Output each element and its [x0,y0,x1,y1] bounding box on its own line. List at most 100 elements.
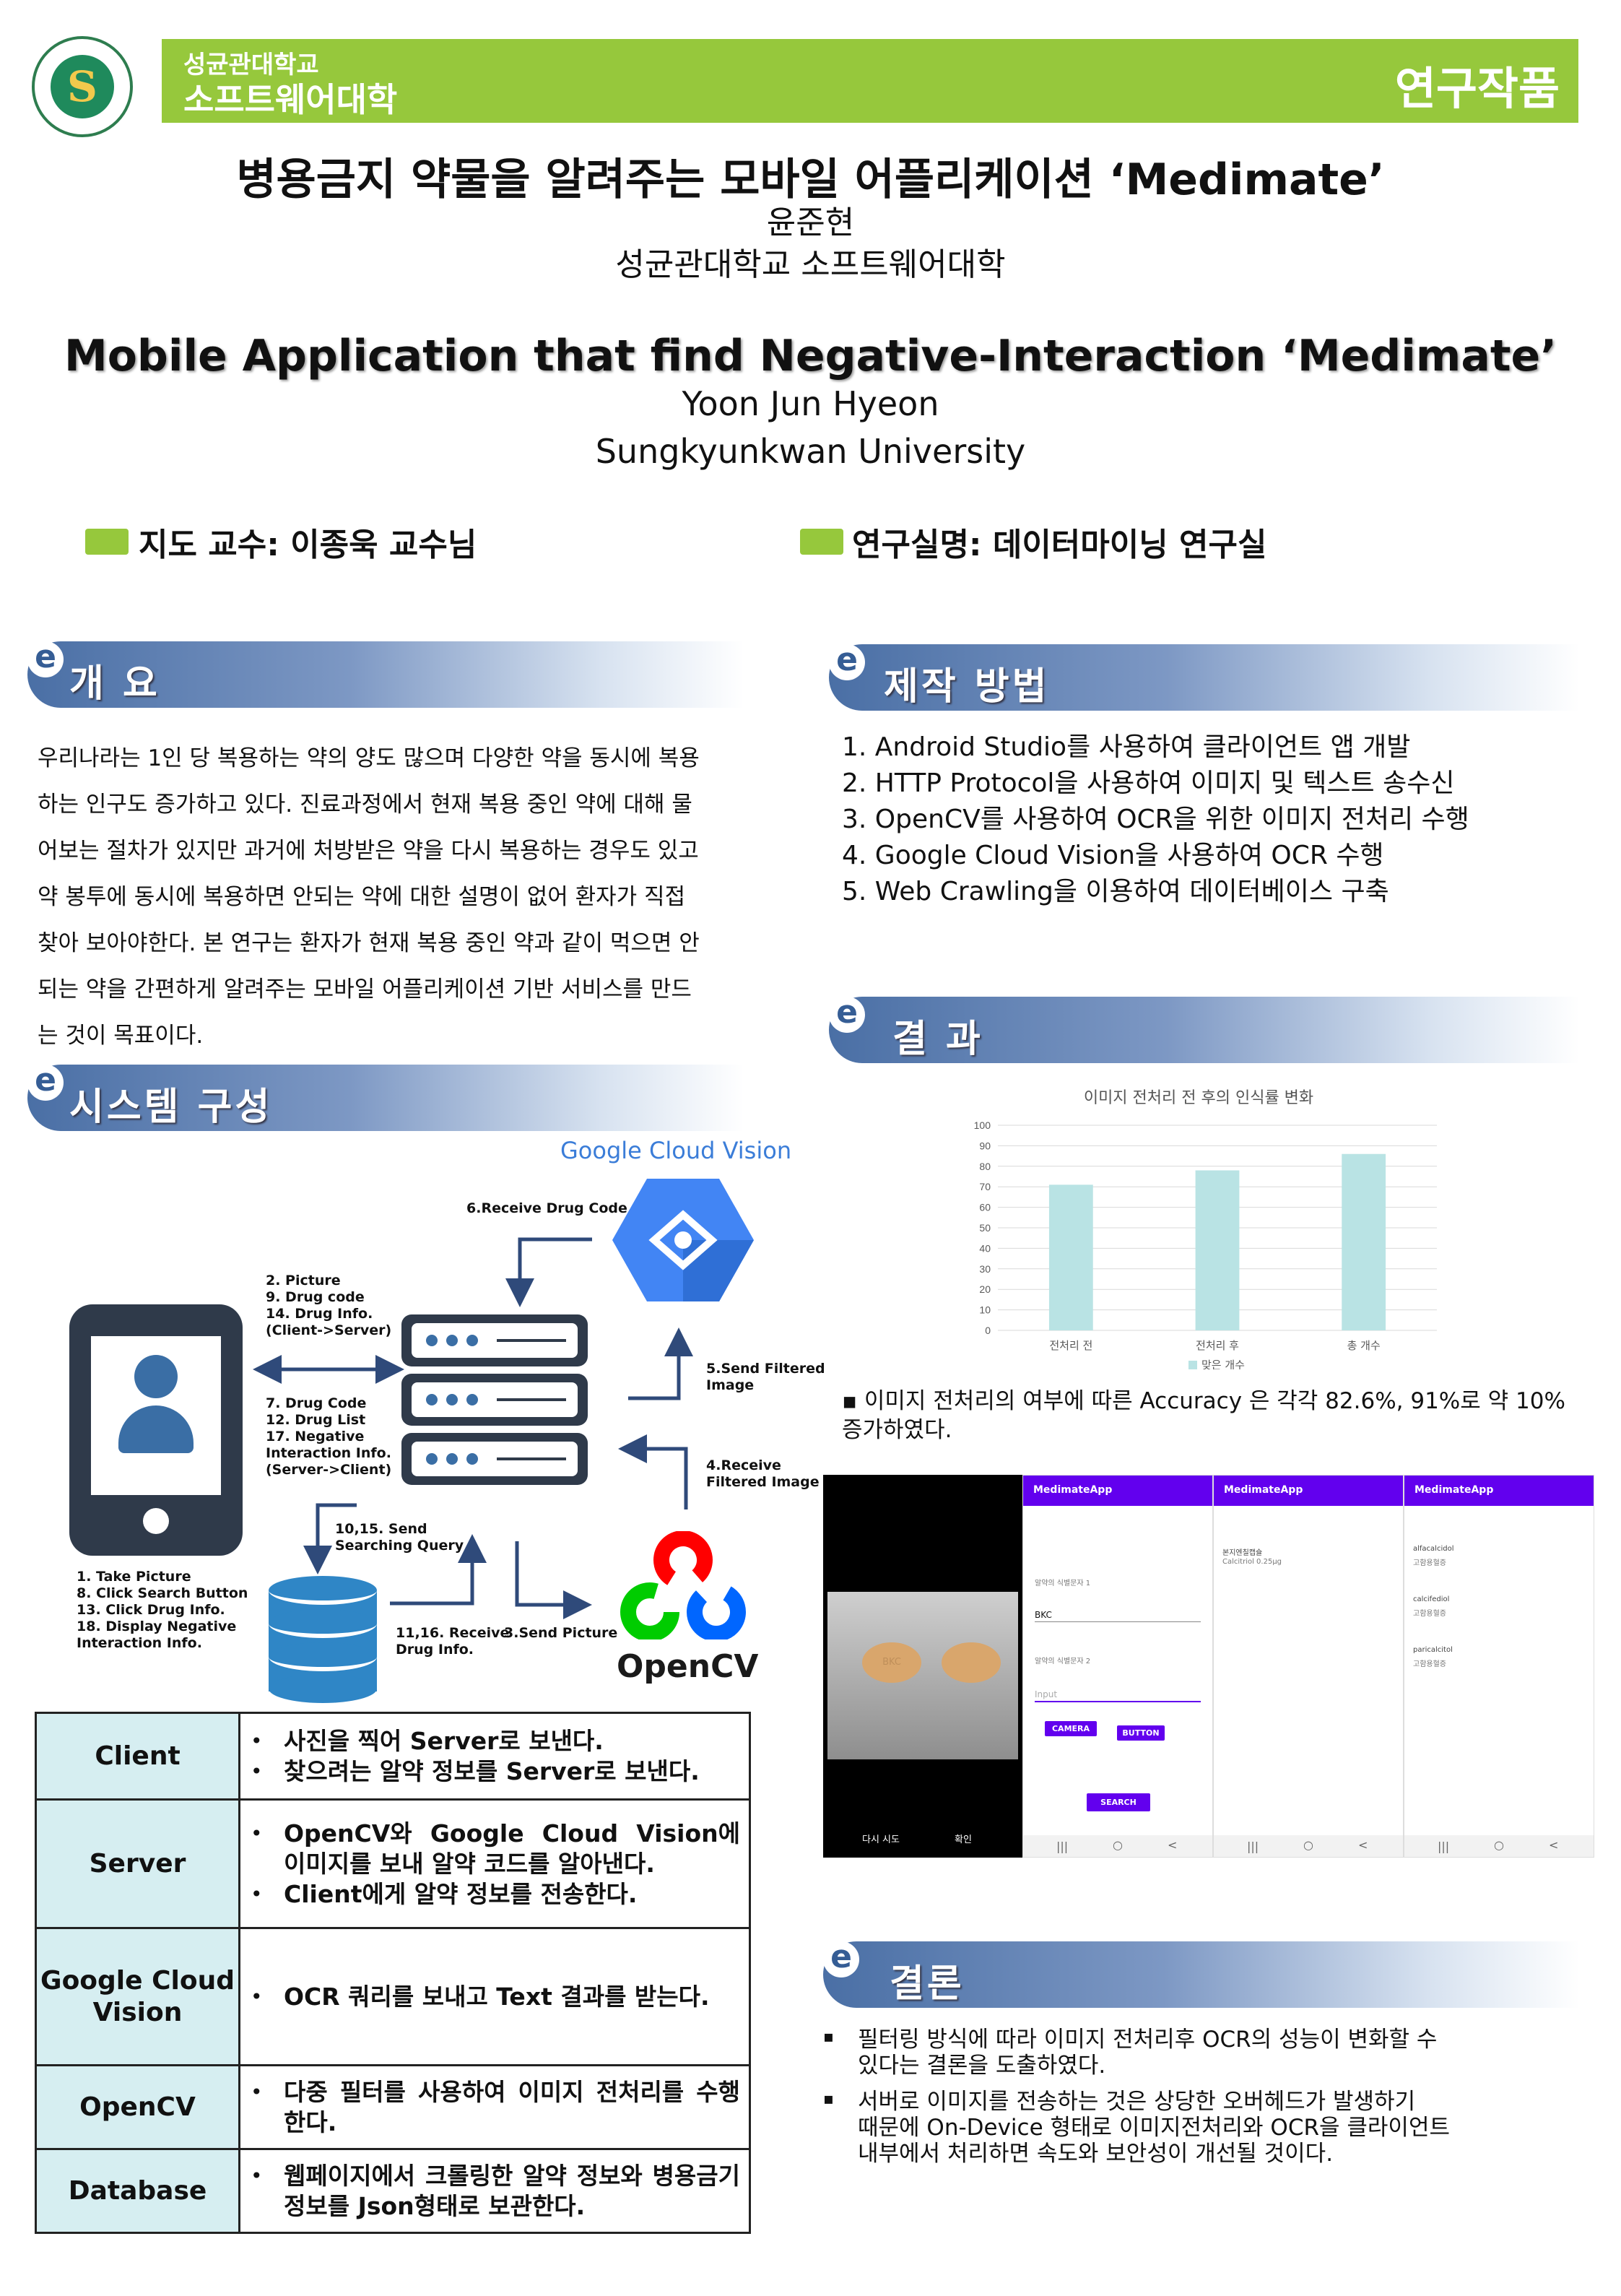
method-item: 3. OpenCV를 사용하여 OCR을 위한 이미지 전처리 수행 [842,805,1469,834]
table-cell-name: Server [35,1798,240,1929]
label-send-picture: 3.Send Picture [504,1625,618,1641]
app-bar: MedimateApp [1404,1476,1594,1506]
table-cell-name: Database [35,2148,240,2234]
app-bar: MedimateApp [1214,1476,1403,1506]
advisor-text: 지도 교수: 이종욱 교수님 [139,527,477,563]
section-title: 개 요 [69,662,160,706]
author-english: Yoon Jun Hyeon [682,384,939,423]
camera-button[interactable]: CAMERA [1045,1721,1097,1736]
pill-image: BKC [862,1642,921,1683]
nav-back-icon[interactable]: < [1549,1838,1559,1852]
nav-bar: ||| ○ < [1214,1835,1403,1857]
lab-tag-box [800,529,843,555]
chart-x-tick-label: 전처리 후 [1196,1339,1239,1352]
list-item-sub: 고함용혈증 [1413,1610,1446,1618]
user-head [134,1355,178,1398]
logo-emblem: S [51,55,114,118]
overview-line: 약 봉투에 동시에 복용하면 안되는 약에 대한 설명이 없어 환자가 직접 [38,884,686,910]
chart-y-tick-label: 50 [979,1222,991,1234]
overview-line: 되는 약을 간편하게 알려주는 모바일 어플리케이션 기반 서비스를 만드 [38,976,692,1002]
chart-y-tick-label: 100 [974,1119,991,1131]
conclusion-item: 필터링 방식에 따라 이미지 전처리후 OCR의 성능이 변화할 수 있다는 결… [858,2027,1437,2079]
header-bar: 성균관대학교 소프트웨어대학 연구작품 [162,39,1578,123]
method-item: 1. Android Studio를 사용하여 클라이언트 앱 개발 [842,732,1411,762]
section-result-header: e 결 과 [829,997,1580,1063]
list-item-title[interactable]: paricalcitol [1413,1646,1453,1654]
list-item-sub: 고함용혈증 [1413,1660,1446,1668]
list-item-title[interactable]: 본지엔칠캡슐 [1222,1549,1263,1557]
table-bullet: 찾으려는 알약 정보를 Server로 보낸다. [251,1756,740,1787]
chart-legend-swatch [1188,1361,1197,1369]
nav-home-icon[interactable]: ○ [1113,1838,1123,1852]
phone-home-button [143,1508,169,1534]
conclusion-line: 서버로 이미지를 전송하는 것은 상당한 오버헤드가 발생하기 [858,2089,1416,2115]
label-receive-drug-info: 11,16. Receive Drug Info. [396,1625,510,1658]
table-row: Server OpenCV와 Google Cloud Vision에 이미지를… [35,1798,751,1929]
result-note: ▪ 이미지 전처리의 여부에 따른 Accuracy 은 각각 82.6%, 9… [842,1388,1565,1443]
camera-screen: BKC 다시 시도 확인 [823,1475,1022,1858]
overview-line: 는 것이 목표이다. [38,1023,204,1049]
field2-input[interactable]: Input [1035,1689,1201,1702]
header-university: 성균관대학교 [183,51,319,79]
section-system-header: e 시스템 구성 [27,1065,744,1131]
gcv-icon [612,1179,754,1301]
chart-y-tick-label: 60 [979,1202,991,1213]
nav-recent-icon[interactable]: ||| [1247,1840,1259,1853]
table-row: Google Cloud Vision OCR 쿼리를 보내고 Text 결과를… [35,1927,751,2066]
table-cell-name: Client [35,1712,240,1801]
section-e-icon: e [829,997,865,1033]
chart-x-tick-label: 총 개수 [1347,1339,1381,1352]
table-row: Database 웹페이지에서 크롤링한 알약 정보와 병용금기 정보를 Jso… [35,2148,751,2234]
author-korean: 윤준현 [766,204,855,241]
table-bullet: 사진을 찍어 Server로 보낸다. [251,1726,740,1756]
lab-text: 연구실명: 데이터마이닝 연구실 [852,527,1267,563]
nav-bar: ||| ○ < [1023,1835,1212,1857]
list-item-title[interactable]: alfacalcidol [1413,1545,1454,1553]
app-screen-input: MedimateApp 알약의 식별문자 1 BKC 알약의 식별문자 2 In… [1022,1475,1213,1858]
section-title: 결 과 [892,1018,983,1061]
server-icon [401,1314,588,1485]
label-client-to-server: 2. Picture 9. Drug code 14. Drug Info. (… [266,1273,392,1338]
server-unit [401,1374,588,1426]
field1-input[interactable]: BKC [1035,1610,1201,1622]
list-item-sub: Calcitriol 0.25μg [1222,1558,1282,1566]
affiliation-korean: 성균관대학교 소프트웨어대학 [615,246,1006,283]
overview-line: 하는 인구도 증가하고 있다. 진료과정에서 현재 복용 중인 약에 대해 물 [38,792,692,818]
opencv-title: OpenCV [617,1648,759,1685]
list-item-title[interactable]: calcifediol [1413,1595,1450,1603]
list-item-sub: 고함용혈증 [1413,1559,1446,1567]
nav-back-icon[interactable]: < [1168,1838,1178,1852]
nav-home-icon[interactable]: ○ [1303,1838,1313,1852]
nav-back-icon[interactable]: < [1358,1838,1368,1852]
overview-line: 어보는 절차가 있지만 과거에 처방받은 약을 다시 복용하는 경우도 있고 [38,838,699,864]
chart-title: 이미지 전처리 전 후의 인식률 변화 [1083,1089,1314,1107]
search-button[interactable]: SEARCH [1087,1793,1150,1811]
chart-y-tick-label: 90 [979,1140,991,1151]
method-item: 4. Google Cloud Vision을 사용하여 OCR 수행 [842,841,1384,870]
section-e-icon: e [27,1065,64,1101]
section-bar [829,644,1580,711]
method-item: 2. HTTP Protocol을 사용하여 이미지 및 텍스트 송수신 [842,768,1455,798]
table-cell-desc: 사진을 찍어 Server로 보낸다. 찾으려는 알약 정보를 Server로 … [238,1712,751,1801]
app-screen-list: MedimateApp 본지엔칠캡슐 Calcitriol 0.25μg |||… [1213,1475,1404,1858]
label-server-to-client: 7. Drug Code 12. Drug List 17. Negative … [266,1395,392,1478]
button-button[interactable]: BUTTON [1117,1725,1165,1741]
nav-recent-icon[interactable]: ||| [1056,1840,1069,1853]
section-e-icon: e [823,1941,859,1977]
chart-y-tick-label: 40 [979,1242,991,1254]
section-title: 결론 [890,1962,965,2006]
overview-line: 찾아 보아야한다. 본 연구는 환자가 현재 복용 중인 약과 같이 먹으면 안 [38,930,700,956]
table-bullet: 다중 필터를 사용하여 이미지 전처리를 수행한다. [251,2077,740,2138]
label-receive-drug-code: 6.Receive Drug Code [466,1200,627,1216]
confirm-button[interactable]: 확인 [955,1834,972,1845]
nav-home-icon[interactable]: ○ [1494,1838,1504,1852]
label-receive-filtered: 4.Receive Filtered Image [706,1457,820,1490]
app-screen-interactions: MedimateApp alfacalcidol 고함용혈증 calcifedi… [1404,1475,1594,1858]
conclusion-line: 있다는 결론을 도출하였다. [858,2053,1106,2079]
chart-legend-label: 맞은 개수 [1201,1359,1245,1369]
table-row: OpenCV 다중 필터를 사용하여 이미지 전처리를 수행한다. [35,2064,751,2150]
retry-button[interactable]: 다시 시도 [862,1834,900,1845]
label-client-steps: 1. Take Picture 8. Click Search Button 1… [77,1569,248,1651]
nav-recent-icon[interactable]: ||| [1438,1840,1450,1853]
